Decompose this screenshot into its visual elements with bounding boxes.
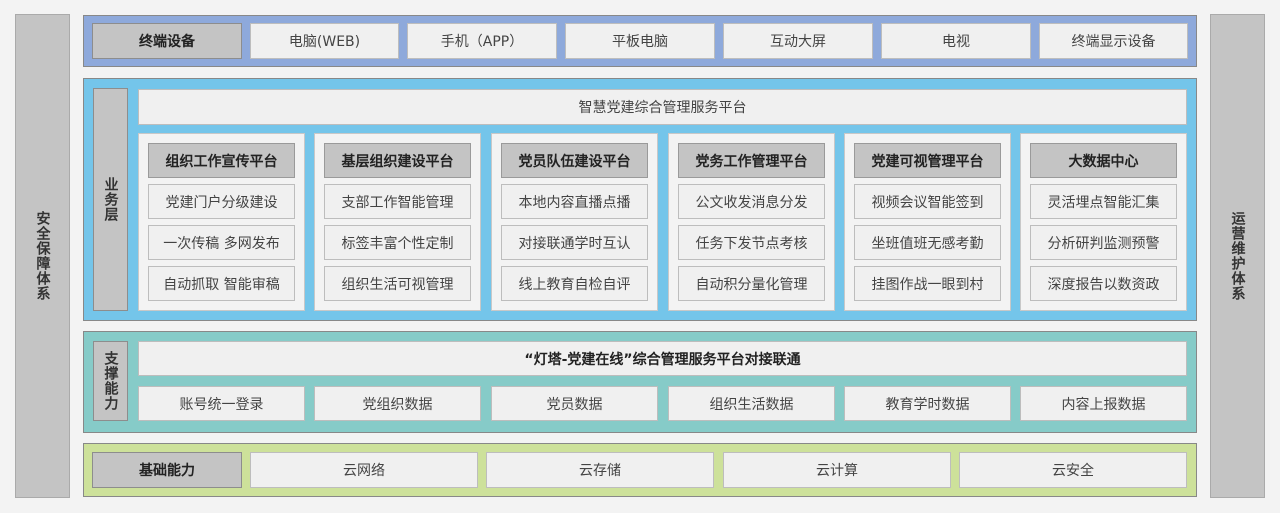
operations-system-label: 运营维护体系 — [1229, 211, 1246, 301]
support-item: 党员数据 — [491, 386, 658, 421]
security-system-label: 安全保障体系 — [34, 211, 51, 301]
column-title: 党建可视管理平台 — [854, 143, 1001, 178]
column-item: 组织生活可视管理 — [324, 266, 471, 301]
support-item: 教育学时数据 — [844, 386, 1011, 421]
terminal-item: 手机（APP） — [407, 23, 557, 59]
column-item: 党建门户分级建设 — [148, 184, 295, 219]
operations-system-panel: 运营维护体系 — [1210, 14, 1265, 498]
base-label: 基础能力 — [92, 452, 242, 488]
column-title: 大数据中心 — [1030, 143, 1177, 178]
support-item: 内容上报数据 — [1020, 386, 1187, 421]
column-item: 灵活埋点智能汇集 — [1030, 184, 1177, 219]
security-system-panel: 安全保障体系 — [15, 14, 70, 498]
column-title: 组织工作宣传平台 — [148, 143, 295, 178]
business-column: 党员队伍建设平台 本地内容直播点播 对接联通学时互认 线上教育自检自评 — [491, 133, 658, 311]
business-platform-title: 智慧党建综合管理服务平台 — [138, 89, 1187, 125]
base-item: 云安全 — [959, 452, 1187, 488]
base-item: 云网络 — [250, 452, 478, 488]
business-column: 党务工作管理平台 公文收发消息分发 任务下发节点考核 自动积分量化管理 — [668, 133, 835, 311]
terminal-item: 终端显示设备 — [1039, 23, 1188, 59]
column-item: 本地内容直播点播 — [501, 184, 648, 219]
terminal-item: 电视 — [881, 23, 1031, 59]
column-item: 标签丰富个性定制 — [324, 225, 471, 260]
column-item: 分析研判监测预警 — [1030, 225, 1177, 260]
column-item: 视频会议智能签到 — [854, 184, 1001, 219]
business-column: 党建可视管理平台 视频会议智能签到 坐班值班无感考勤 挂图作战一眼到村 — [844, 133, 1011, 311]
terminal-item: 电脑(WEB) — [250, 23, 399, 59]
column-item: 一次传稿 多网发布 — [148, 225, 295, 260]
column-item: 自动抓取 智能审稿 — [148, 266, 295, 301]
column-item: 挂图作战一眼到村 — [854, 266, 1001, 301]
business-column: 基层组织建设平台 支部工作智能管理 标签丰富个性定制 组织生活可视管理 — [314, 133, 481, 311]
base-item: 云存储 — [486, 452, 714, 488]
business-label: 业务层 — [102, 177, 119, 222]
column-item: 线上教育自检自评 — [501, 266, 648, 301]
support-label: 支撑能力 — [102, 351, 119, 411]
column-title: 党务工作管理平台 — [678, 143, 825, 178]
column-title: 基层组织建设平台 — [324, 143, 471, 178]
column-item: 坐班值班无感考勤 — [854, 225, 1001, 260]
business-column: 组织工作宣传平台 党建门户分级建设 一次传稿 多网发布 自动抓取 智能审稿 — [138, 133, 305, 311]
support-item: 账号统一登录 — [138, 386, 305, 421]
support-item: 党组织数据 — [314, 386, 481, 421]
support-platform-title: “灯塔-党建在线”综合管理服务平台对接联通 — [138, 341, 1187, 376]
support-item: 组织生活数据 — [668, 386, 835, 421]
column-item: 深度报告以数资政 — [1030, 266, 1177, 301]
base-item: 云计算 — [723, 452, 951, 488]
column-title: 党员队伍建设平台 — [501, 143, 648, 178]
column-item: 支部工作智能管理 — [324, 184, 471, 219]
terminal-label: 终端设备 — [92, 23, 242, 59]
terminal-item: 互动大屏 — [723, 23, 873, 59]
business-column: 大数据中心 灵活埋点智能汇集 分析研判监测预警 深度报告以数资政 — [1020, 133, 1187, 311]
business-label-box: 业务层 — [93, 88, 128, 311]
terminal-item: 平板电脑 — [565, 23, 715, 59]
column-item: 对接联通学时互认 — [501, 225, 648, 260]
column-item: 任务下发节点考核 — [678, 225, 825, 260]
column-item: 公文收发消息分发 — [678, 184, 825, 219]
column-item: 自动积分量化管理 — [678, 266, 825, 301]
support-label-box: 支撑能力 — [93, 341, 128, 421]
